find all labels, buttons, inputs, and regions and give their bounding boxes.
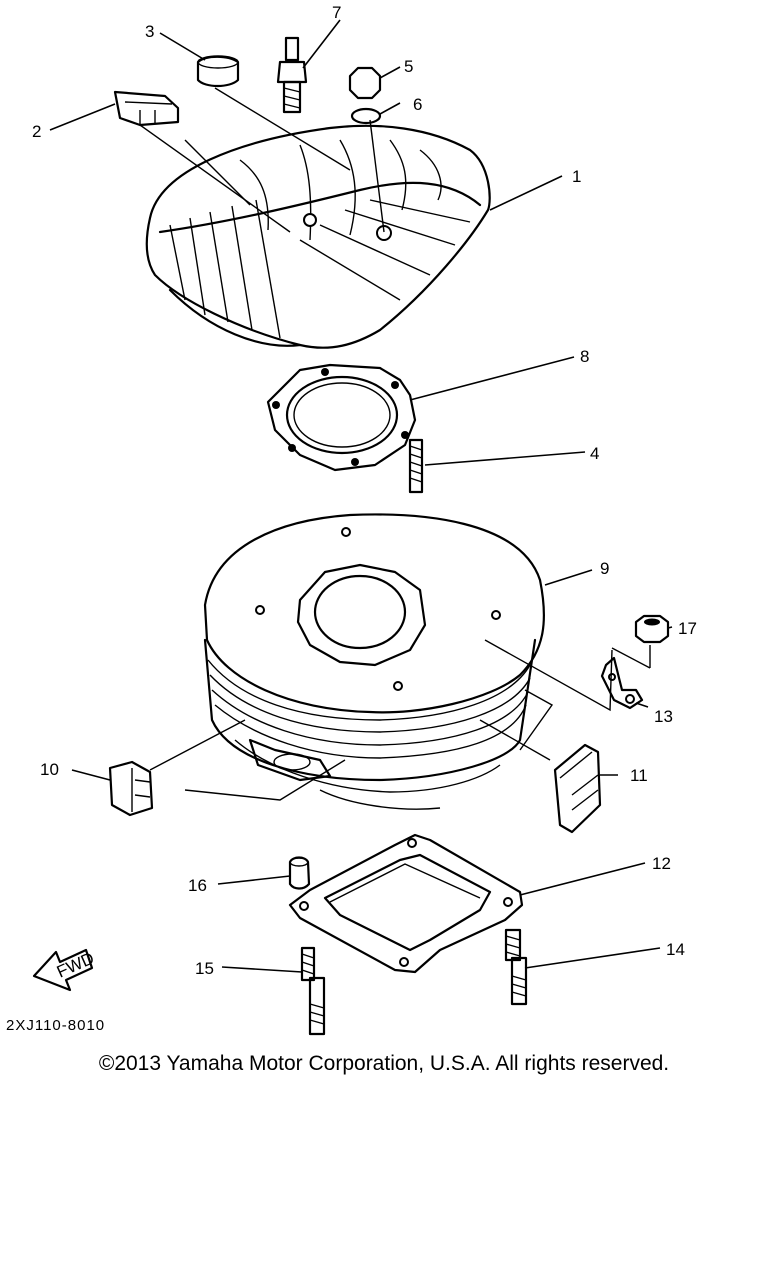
- dowel-pin-part-16: [288, 856, 311, 890]
- stud-part-15: [300, 946, 326, 1036]
- damper-part-10: [108, 760, 154, 817]
- damper-part-11: [553, 743, 602, 834]
- callout-12: 12: [652, 854, 671, 873]
- callout-8: 8: [580, 347, 589, 366]
- forward-arrow-icon: FWD: [32, 949, 97, 992]
- callout-labels: 1 2 3 4 5 6 7 8 9 10 11 12 13 14 15 16 1…: [32, 3, 697, 978]
- callout-2: 2: [32, 122, 41, 141]
- copyright-notice: ©2013 Yamaha Motor Corporation, U.S.A. A…: [98, 1052, 670, 1075]
- head-gasket-part: [266, 363, 417, 472]
- callout-7: 7: [332, 3, 341, 22]
- cylinder-head-part: [139, 87, 491, 349]
- callout-10: 10: [40, 760, 59, 779]
- stud-part-4: [408, 438, 424, 494]
- damper-part-2: [113, 90, 180, 127]
- callout-16: 16: [188, 876, 207, 895]
- cap-part-3: [196, 55, 240, 88]
- callout-4: 4: [590, 444, 599, 463]
- nut-part-17: [634, 614, 670, 644]
- callout-9: 9: [600, 559, 609, 578]
- diagram-code: 2XJ110-8010: [6, 1017, 105, 1034]
- callout-6: 6: [413, 95, 422, 114]
- callout-15: 15: [195, 959, 214, 978]
- base-gasket-part: [288, 833, 524, 974]
- leader-lines: [49, 19, 673, 973]
- callout-5: 5: [404, 57, 413, 76]
- bracket-part-13: [484, 639, 651, 712]
- cylinder-part: [149, 513, 554, 810]
- stud-part-14: [504, 928, 528, 1006]
- parts-diagram: 1 2 3 4 5 6 7 8 9 10 11 12 13 14 15 16 1…: [6, 3, 697, 1036]
- callout-11: 11: [630, 766, 648, 785]
- callout-13: 13: [654, 707, 673, 726]
- callout-3: 3: [145, 22, 154, 41]
- callout-17: 17: [678, 619, 697, 638]
- callout-1: 1: [572, 167, 581, 186]
- washer-part-6: [350, 107, 385, 233]
- nut-part-5: [348, 66, 382, 100]
- callout-14: 14: [666, 940, 685, 959]
- spark-plug-part-7: [276, 36, 308, 114]
